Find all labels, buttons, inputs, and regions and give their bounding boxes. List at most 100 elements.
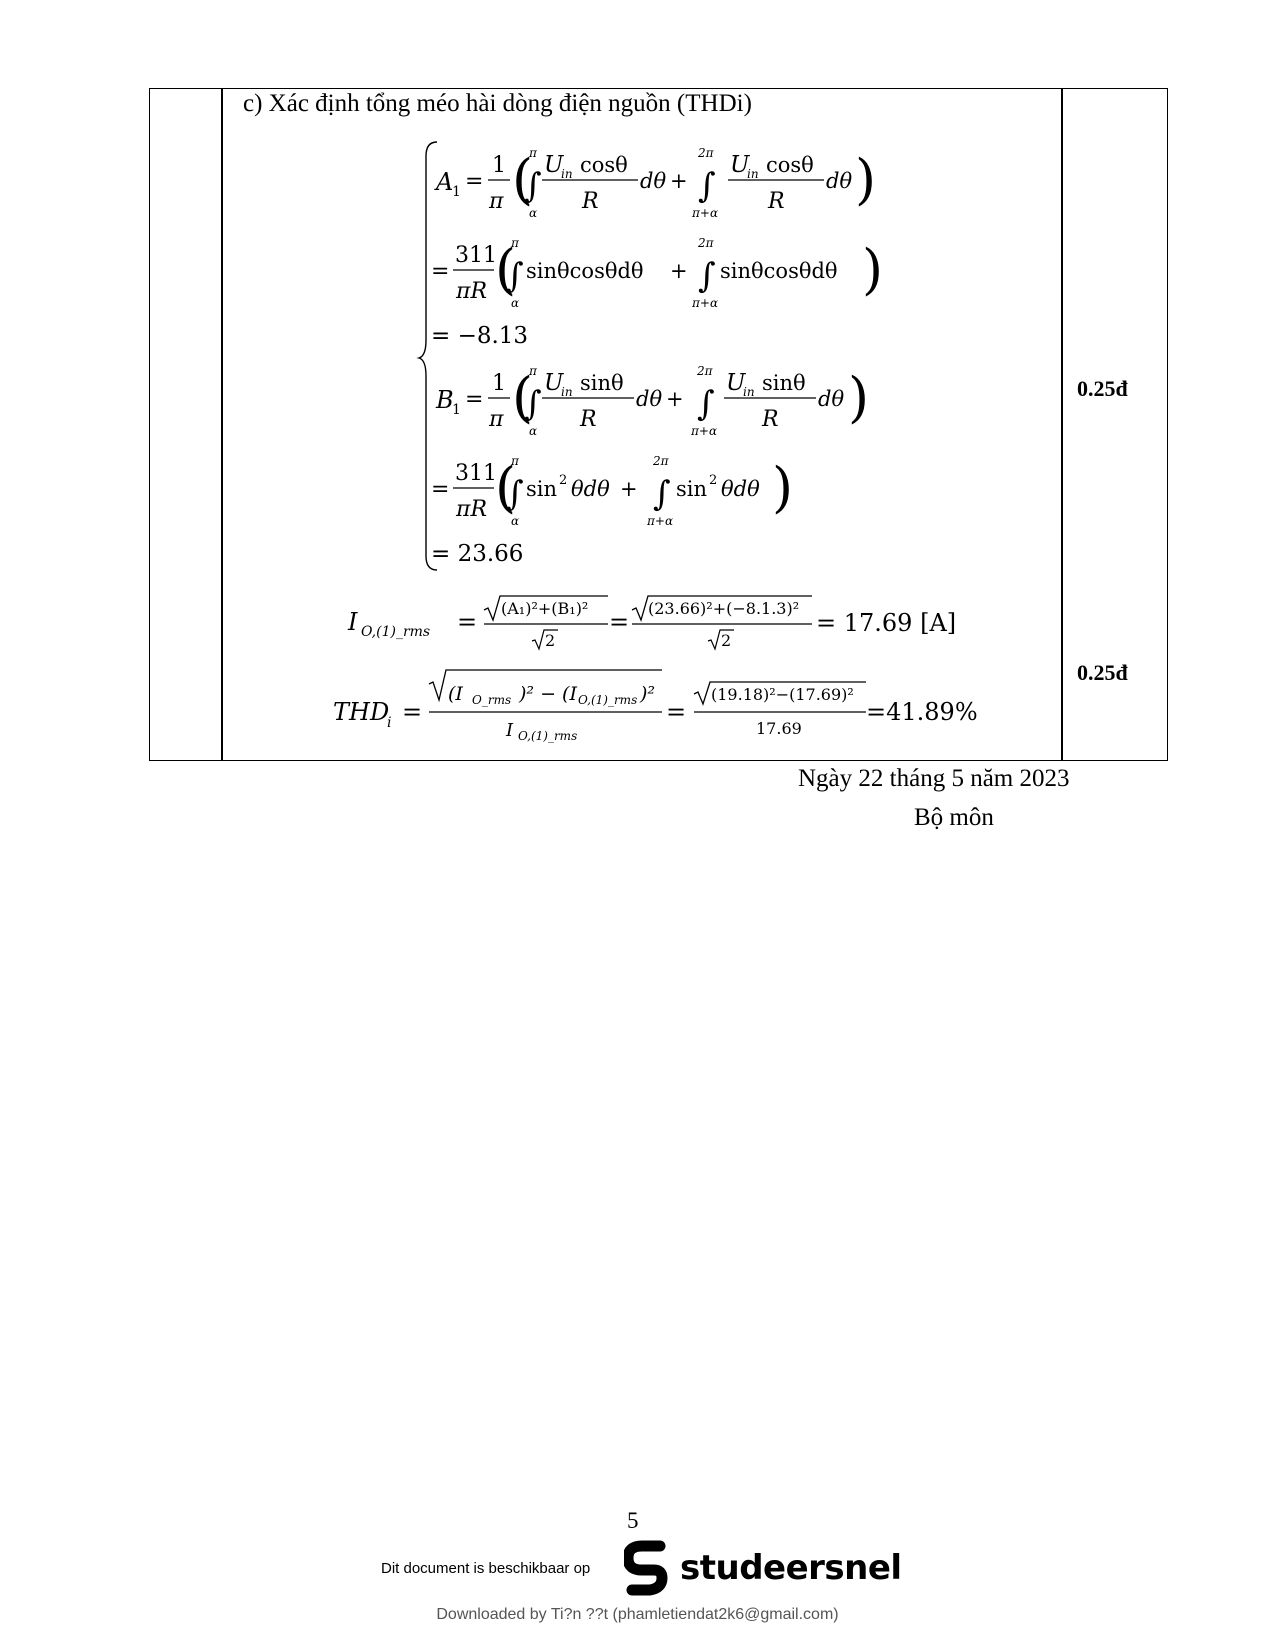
table-column-divider xyxy=(1061,89,1063,760)
thd-result: =41.89% xyxy=(866,698,978,726)
lower-limit-pi-alpha: π+α xyxy=(691,296,718,310)
sqrt-sign xyxy=(531,629,558,651)
equals-sign: = xyxy=(457,608,477,636)
thd-numerator-subscript: O,(1)_rms xyxy=(578,693,637,707)
irms-result: = 17.69 [A] xyxy=(816,609,956,637)
thd-numerator-subscript: O_rms xyxy=(472,693,511,707)
lower-limit-alpha: α xyxy=(529,206,537,220)
thd-numerator-middle: )² − (I xyxy=(518,683,577,705)
cos-theta: cosθ xyxy=(580,153,628,177)
equals-sign: = xyxy=(465,169,483,194)
promo-text: Dit document is beschikbaar op xyxy=(381,1560,591,1577)
upper-limit-2pi: 2π xyxy=(652,454,670,468)
b1-subscript: 1 xyxy=(452,402,461,418)
signature-department: Bộ môn xyxy=(914,804,994,831)
square-exponent: 2 xyxy=(709,473,717,488)
lower-limit-alpha: α xyxy=(511,514,519,528)
thd-numerator-close: )² xyxy=(639,683,655,705)
thd-symbol: THD xyxy=(333,698,389,726)
upper-limit-2pi: 2π xyxy=(697,236,715,250)
sqrt-sign xyxy=(483,595,608,622)
plus-sign: + xyxy=(670,169,688,193)
integral-sign: ∫ xyxy=(653,474,671,514)
sin-theta: sinθ xyxy=(580,371,624,395)
numerator-311: 311 xyxy=(455,461,497,486)
denominator-pi: π xyxy=(488,189,504,214)
equals-sign: = xyxy=(402,698,422,726)
numerator-311: 311 xyxy=(455,243,497,268)
paren-close: ) xyxy=(772,456,793,519)
thd-denominator: I xyxy=(505,720,514,741)
paren-open: ( xyxy=(512,148,533,211)
sin-function: sin xyxy=(676,477,707,501)
sin-cos-term: sinθcosθdθ xyxy=(720,259,838,283)
thd-numerator-values: (19.18)²−(17.69)² xyxy=(711,685,854,704)
theta-d-theta: θdθ xyxy=(721,477,760,501)
integral-sign: ∫ xyxy=(698,166,716,206)
integral-sign: ∫ xyxy=(524,384,542,424)
sin-cos-term: sinθcosθdθ xyxy=(526,259,644,283)
upper-limit-2pi: 2π xyxy=(696,364,714,378)
d-theta: dθ xyxy=(818,387,844,411)
b1-label: B xyxy=(435,386,454,414)
uin: U xyxy=(544,370,565,396)
page-number: 5 xyxy=(627,1508,639,1533)
paren-close: ) xyxy=(855,148,876,211)
uin-subscript: in xyxy=(561,385,573,399)
square-exponent: 2 xyxy=(559,473,567,488)
denominator-pi-r: πR xyxy=(455,497,487,522)
integral-sign: ∫ xyxy=(524,166,542,206)
irms-subscript: O,(1)_rms xyxy=(361,624,430,640)
score-label: 0.25đ xyxy=(1077,660,1128,685)
thd-subscript: i xyxy=(387,715,391,731)
table-column-divider xyxy=(221,89,223,760)
plus-sign: + xyxy=(620,477,638,501)
signature-date: Ngày 22 tháng 5 năm 2023 xyxy=(798,765,1070,792)
plus-sign: + xyxy=(666,387,684,411)
uin-subscript: in xyxy=(743,385,755,399)
a1-subscript: 1 xyxy=(452,184,461,200)
studeersnel-logo-icon xyxy=(624,1540,668,1596)
thd-denominator-values: 17.69 xyxy=(756,719,802,738)
paren-close: ) xyxy=(862,238,883,301)
equals-sign: = xyxy=(609,608,629,636)
denominator-r: R xyxy=(579,407,597,432)
sqrt-sign xyxy=(428,669,662,703)
denominator-r: R xyxy=(581,189,599,214)
paren-open: ( xyxy=(495,456,516,519)
numerator-one: 1 xyxy=(492,371,506,396)
sin-function: sin xyxy=(526,477,557,501)
equals-sign: = xyxy=(666,698,686,726)
sqrt-sign xyxy=(693,681,866,706)
equals-sign: = xyxy=(465,387,483,412)
numerator-one: 1 xyxy=(492,153,506,178)
lower-limit-pi-alpha: π+α xyxy=(690,424,717,438)
plus-sign: + xyxy=(670,259,688,283)
lower-limit-alpha: α xyxy=(529,424,537,438)
score-label: 0.25đ xyxy=(1077,376,1128,401)
equation-system: A 1 = 1 π ( π ∫ α U in cosθ R dθ + 2π ∫ … xyxy=(333,141,978,743)
equals-sign: = xyxy=(431,259,449,284)
uin: U xyxy=(726,370,747,396)
upper-limit-pi: π xyxy=(528,146,538,160)
integral-sign: ∫ xyxy=(506,474,524,514)
upper-limit-2pi: 2π xyxy=(697,146,715,160)
paren-open: ( xyxy=(495,238,516,301)
left-brace xyxy=(416,141,438,571)
irms-numerator-values: (23.66)²+(−8.1.3)² xyxy=(648,599,799,618)
thd-denominator-subscript: O,(1)_rms xyxy=(518,729,577,743)
sqrt-sign xyxy=(631,595,812,622)
integral-sign: ∫ xyxy=(697,384,715,424)
a1-label: A xyxy=(434,168,453,196)
uin: U xyxy=(544,152,565,178)
sin-theta: sinθ xyxy=(762,371,806,395)
section-heading: c) Xác định tổng méo hài dòng điện nguồn… xyxy=(243,90,752,117)
irms-symbol: I xyxy=(347,608,358,636)
lower-limit-pi-alpha: π+α xyxy=(691,206,718,220)
sqrt-sign xyxy=(707,629,734,651)
d-theta: dθ xyxy=(826,169,852,193)
upper-limit-pi: π xyxy=(510,236,520,250)
d-theta: dθ xyxy=(636,387,662,411)
denominator-r: R xyxy=(767,189,785,214)
brand-name[interactable]: studeersnel xyxy=(680,1548,902,1588)
